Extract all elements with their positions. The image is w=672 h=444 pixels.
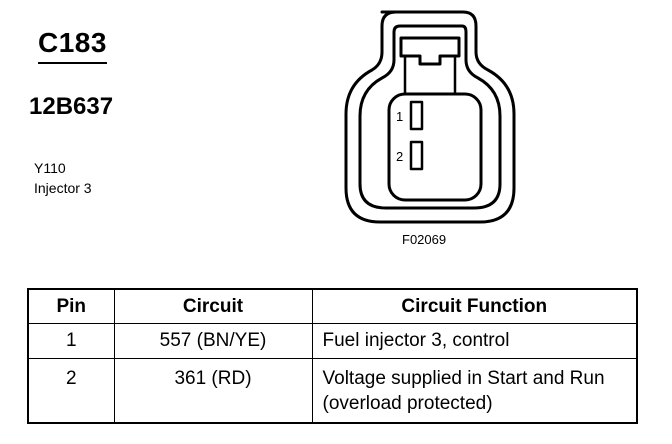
connector-latch [399,36,461,66]
pin-2-label: 2 [396,149,403,164]
component-name: Injector 3 [34,180,92,196]
connector-id: C183 [38,26,107,64]
table-header-row: Pin Circuit Circuit Function [27,288,638,324]
header-circuit: Circuit [113,288,313,324]
header-circuit-function: Circuit Function [311,288,638,324]
component-code: Y110 [34,160,66,176]
figure-id: F02069 [402,232,447,247]
pin-1-terminal [409,100,424,131]
table-row: 2 361 (RD) Voltage supplied in Start and… [27,358,638,424]
cell-function: Fuel injector 3, control [311,323,638,359]
cell-pin: 2 [27,358,115,424]
header-pin: Pin [27,288,115,324]
cell-function: Voltage supplied in Start and Run (overl… [311,358,638,424]
connector-inner-shell [358,24,502,210]
table-row: 1 557 (BN/YE) Fuel injector 3, control [27,323,638,359]
pin-1-label: 1 [396,109,403,124]
pin-2-terminal [409,140,424,171]
connector-outer-shell [344,10,516,224]
connector-latch-arm [403,56,457,94]
cell-pin: 1 [27,323,115,359]
part-number: 12B637 [29,93,114,120]
pin-cavity-housing [387,92,483,202]
pin-table: Pin Circuit Circuit Function 1 557 (BN/Y… [27,288,638,424]
cell-circuit: 361 (RD) [113,358,313,424]
cell-circuit: 557 (BN/YE) [113,323,313,359]
